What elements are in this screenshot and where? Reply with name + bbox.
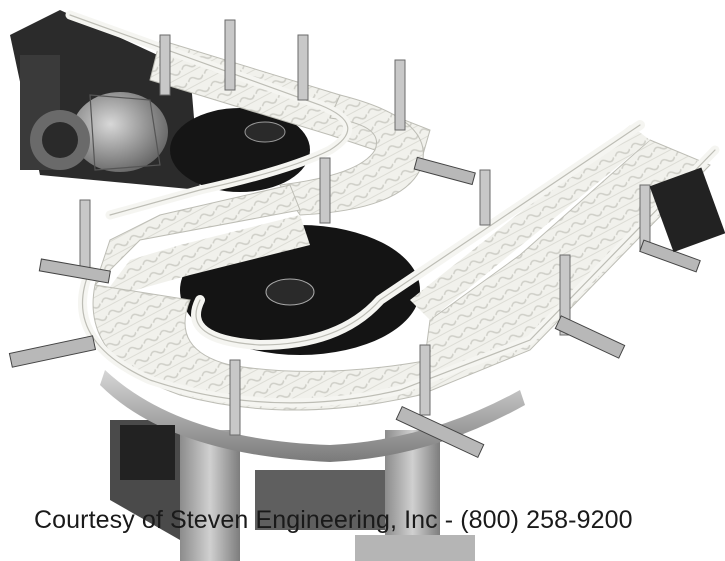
- photo-credit-caption: Courtesy of Steven Engineering, Inc - (8…: [34, 506, 633, 534]
- side-frame: [100, 370, 525, 462]
- nameplate: [120, 425, 175, 480]
- drive-unit: [10, 10, 200, 190]
- end-plate: [649, 167, 725, 253]
- upper-hub-cap: [244, 121, 286, 143]
- lower-hub-cap: [265, 278, 315, 306]
- guide-rails: [65, 10, 720, 408]
- motor: [72, 92, 168, 172]
- guide-brackets: [79, 19, 651, 436]
- clamp-bars: [8, 156, 701, 459]
